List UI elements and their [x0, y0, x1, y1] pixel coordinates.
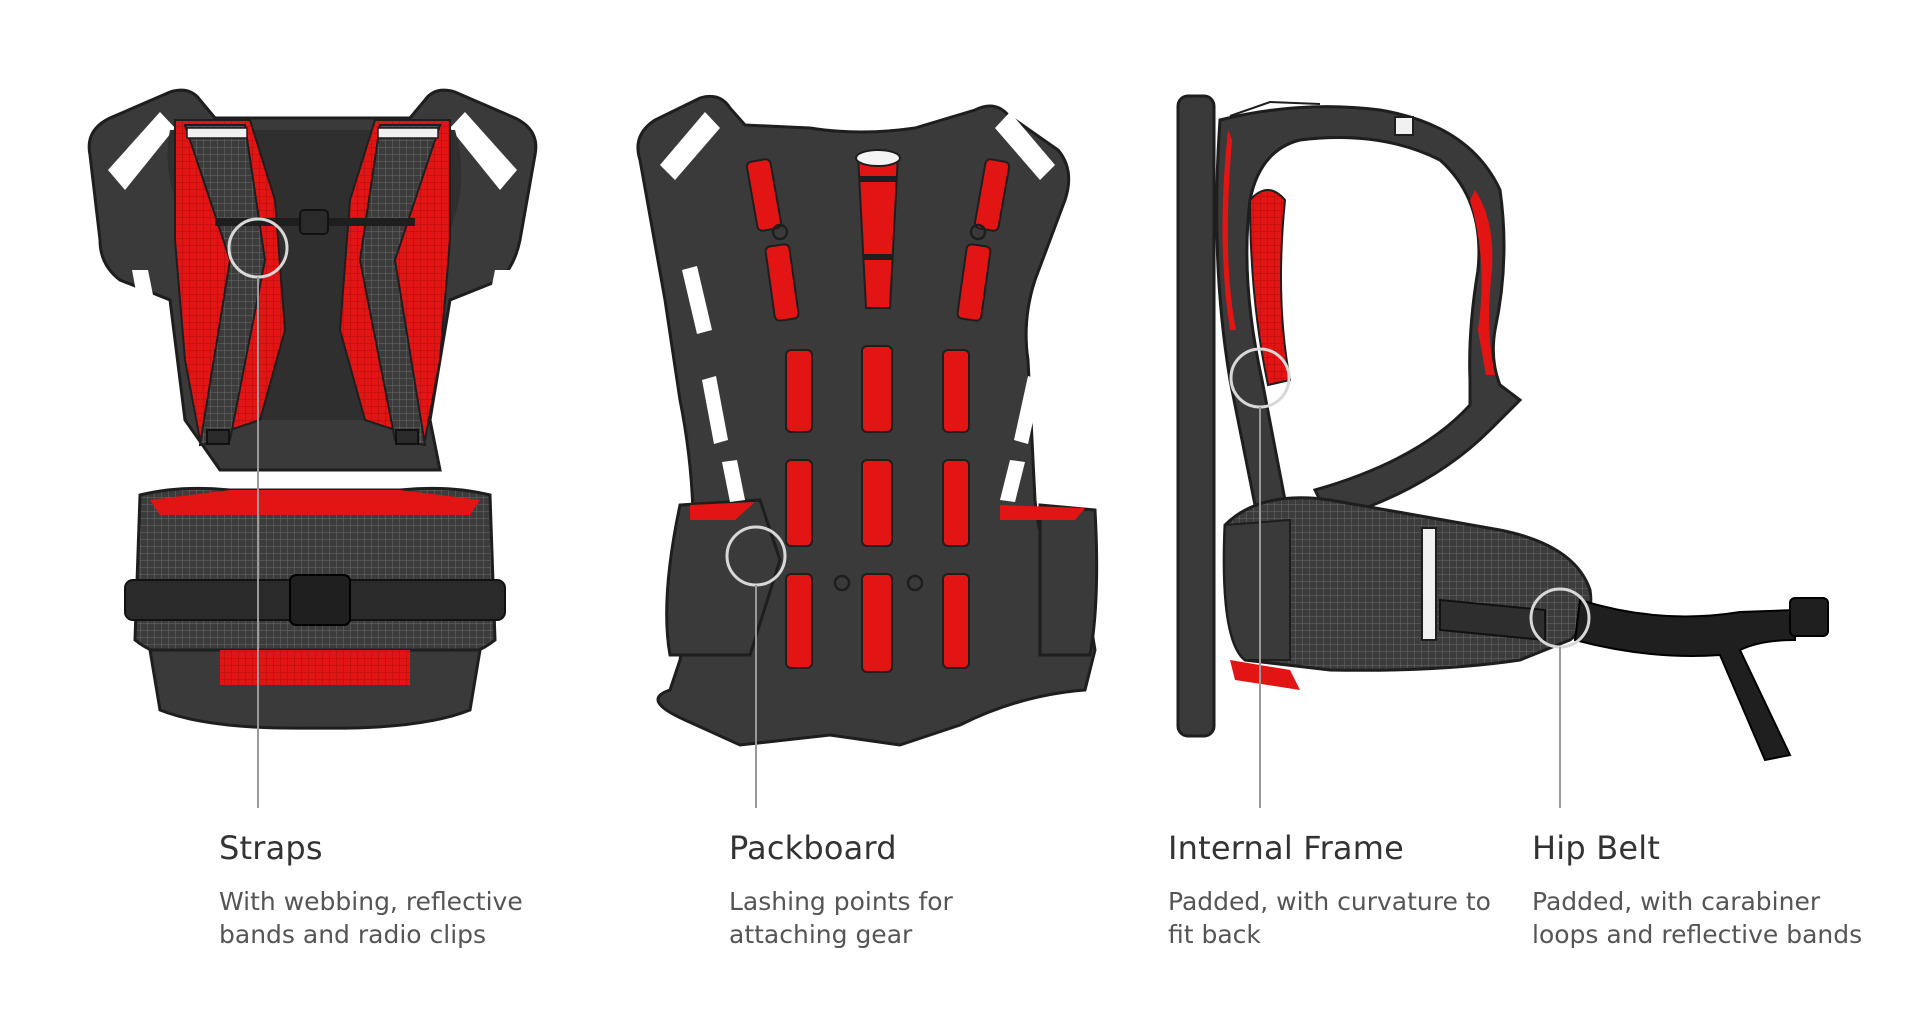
- frame-slot: [450, 112, 517, 190]
- lashing-pads: [745, 158, 1011, 673]
- packboard-edge: [1176, 94, 1216, 738]
- packboard-view: [636, 94, 1099, 808]
- lash-point: [833, 574, 851, 592]
- lashing-pad: [956, 243, 992, 322]
- frame-slot: [722, 460, 745, 502]
- lashing-pad: [861, 345, 893, 433]
- frame-slot: [483, 270, 511, 340]
- lashing-pad: [942, 459, 970, 547]
- strap-adjuster: [395, 429, 419, 445]
- side-strap-red-inner: [1222, 130, 1236, 330]
- frame-slot: [702, 376, 728, 444]
- lashing-pad: [785, 459, 813, 547]
- side-shoulder-strap: [1215, 105, 1523, 522]
- lashing-pad: [785, 573, 813, 669]
- callout-title: Packboard: [729, 829, 897, 867]
- frame-slot: [468, 356, 494, 414]
- hip-webbing: [1573, 598, 1796, 762]
- reflective-band: [186, 127, 248, 139]
- lashing-pad: [785, 349, 813, 433]
- tube-band: [860, 176, 896, 182]
- frame-slot: [1014, 376, 1042, 444]
- side-hip-buckle: [1789, 597, 1829, 637]
- callout-description: With webbing, reflective bands and radio…: [219, 887, 523, 949]
- hip-buckle: [289, 574, 351, 626]
- frame-slot: [660, 112, 720, 180]
- side-strap-red-edge: [1470, 190, 1495, 375]
- frame-slot: [1030, 270, 1063, 334]
- lashing-pad: [861, 459, 893, 547]
- frame-slot: [132, 270, 160, 340]
- frame-slot: [148, 356, 175, 414]
- strap-adjuster: [206, 429, 230, 445]
- lash-point: [771, 223, 789, 241]
- load-lifter-cord: [1229, 100, 1321, 117]
- lash-point: [969, 223, 987, 241]
- hip-wing-left: [665, 498, 782, 657]
- lash-point: [906, 574, 924, 592]
- side-view: [1176, 94, 1829, 808]
- callout-description: Padded, with curvature to fit back: [1168, 887, 1491, 949]
- hip-wing-red-left: [690, 502, 755, 520]
- side-reflective-tab: [1394, 116, 1414, 136]
- lashing-pad: [861, 573, 893, 673]
- reflective-band: [377, 127, 439, 139]
- callout-title: Internal Frame: [1168, 829, 1405, 867]
- side-reflective-band: [1421, 527, 1437, 641]
- side-hip-belt-shell: [1223, 518, 1291, 661]
- top-tube-opening: [855, 149, 901, 167]
- tube-band: [864, 254, 892, 260]
- callout-straps: Straps With webbing, reflective bands an…: [219, 829, 549, 951]
- carabiner-loops: [1439, 598, 1546, 642]
- hip-wing-red-right: [1000, 505, 1085, 520]
- sternum-buckle: [299, 209, 329, 235]
- frame-slot: [995, 112, 1055, 180]
- side-hip-belt-red-trim: [1230, 660, 1300, 690]
- lashing-pad: [745, 158, 783, 232]
- straps-view: [87, 88, 538, 808]
- callout-title: Straps: [219, 829, 323, 867]
- frame-slot: [1000, 460, 1025, 502]
- lashing-pad: [942, 573, 970, 669]
- callout-description: Padded, with carabiner loops and reflect…: [1532, 887, 1863, 949]
- lashing-pad: [764, 243, 800, 322]
- callout-packboard: Packboard Lashing points for attaching g…: [729, 829, 1029, 951]
- lashing-pad: [942, 349, 970, 433]
- frame-slot: [682, 266, 712, 334]
- frame-slot: [108, 112, 175, 190]
- hip-wing-right: [1038, 503, 1099, 657]
- callout-hip-belt: Hip Belt Padded, with carabiner loops an…: [1532, 829, 1872, 951]
- callout-title: Hip Belt: [1532, 829, 1661, 867]
- hip-belt-red-lining: [150, 490, 480, 515]
- internal-frame-mesh: [1248, 189, 1292, 387]
- callout-internal-frame: Internal Frame Padded, with curvature to…: [1168, 829, 1498, 951]
- callout-description: Lashing points for attaching gear: [729, 887, 953, 949]
- lumbar-red-mesh: [220, 650, 410, 685]
- lashing-pad: [973, 158, 1011, 232]
